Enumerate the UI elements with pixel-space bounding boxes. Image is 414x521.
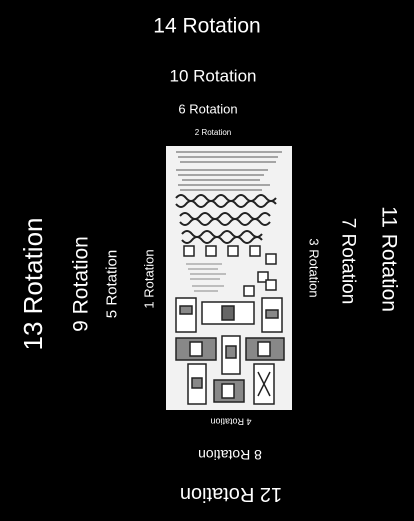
rotation-6-label: 6 Rotation bbox=[178, 101, 238, 117]
rotation-13-label: 13 Rotation bbox=[18, 217, 48, 351]
rotation-1-label: 1 Rotation bbox=[141, 249, 157, 309]
rotation-12-label: 12 Rotation bbox=[179, 483, 283, 505]
rotation-9-label: 9 Rotation bbox=[69, 236, 93, 332]
rotation-8-label: 8 Rotation bbox=[198, 447, 262, 463]
rotation-11-label: 11 Rotation bbox=[377, 206, 401, 312]
rotation-4-label: 4 Rotation bbox=[210, 416, 252, 427]
document-sheet-image bbox=[166, 146, 292, 410]
rotation-10-label: 10 Rotation bbox=[169, 66, 257, 86]
rotation-3-label: 3 Rotation bbox=[306, 238, 322, 298]
rotation-7-label: 7 Rotation bbox=[337, 217, 359, 305]
rotation-5-label: 5 Rotation bbox=[103, 249, 121, 319]
rotation-2-label: 2 Rotation bbox=[194, 128, 232, 137]
rotation-14-label: 14 Rotation bbox=[153, 14, 261, 38]
